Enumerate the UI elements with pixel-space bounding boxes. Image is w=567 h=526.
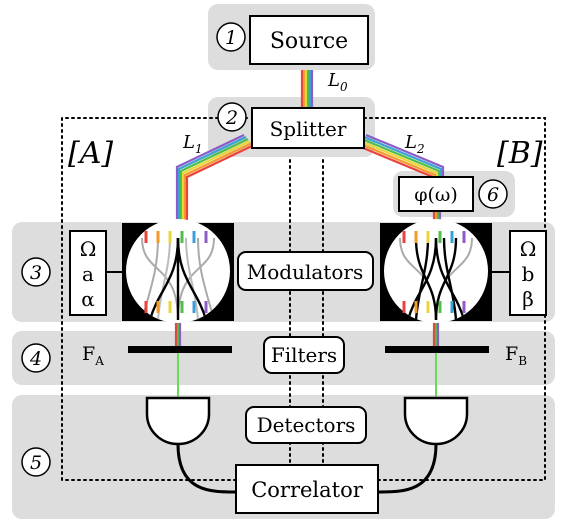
- cable-a: [176, 443, 237, 494]
- phase-label: φ(ω): [414, 184, 458, 206]
- filter-b-label: FB: [505, 343, 527, 368]
- filter-b-bar: [385, 346, 489, 353]
- step-3-label: 3: [30, 262, 42, 284]
- right-param-3: β: [522, 287, 534, 311]
- detectors-label-box: [245, 406, 367, 444]
- splitter-box: [251, 107, 365, 149]
- step-5-marker: [21, 447, 51, 477]
- link-l0-label: L0: [327, 70, 348, 94]
- detectors-label: Detectors: [257, 413, 356, 437]
- source-node: Source 1: [216, 15, 369, 65]
- step-1-marker: [216, 22, 246, 52]
- phase-node: φ(ω) 6: [398, 176, 508, 212]
- modulators-label-box: [237, 251, 374, 291]
- step-5-label: 5: [30, 452, 42, 474]
- party-a-label: [A]: [68, 136, 113, 171]
- correlator-box: [235, 464, 379, 514]
- right-param-2: b: [522, 262, 535, 286]
- filter-a-label: FA: [82, 343, 104, 368]
- step-2-label: 2: [225, 107, 238, 129]
- right-param-1: Ω: [520, 237, 537, 261]
- filters-row: 4 FA FB Filters: [21, 336, 527, 374]
- step-2-marker: [217, 102, 247, 132]
- detectors-row: 5 Detectors Correlator: [21, 396, 469, 514]
- filter-a-bar: [128, 346, 232, 353]
- splitter-label: Splitter: [270, 117, 347, 141]
- step-1-label: 1: [225, 27, 237, 49]
- link-l2-label: L2: [404, 132, 425, 156]
- link-l1-label: L1: [182, 132, 203, 156]
- step-4-label: 4: [29, 348, 42, 370]
- modulators-row: 3 Ω a α: [21, 219, 547, 323]
- filters-label: Filters: [271, 343, 337, 367]
- detector-a: [145, 396, 211, 446]
- svg-text:L0: L0: [327, 70, 348, 94]
- party-b-label: [B]: [497, 136, 543, 171]
- right-modulator: [380, 219, 492, 323]
- source-label: Source: [270, 29, 348, 54]
- right-params-box: [509, 230, 547, 316]
- left-modulator: [122, 219, 234, 323]
- left-param-3: α: [81, 287, 95, 311]
- step-4-marker: [21, 343, 51, 373]
- left-params-box: [69, 230, 107, 316]
- step-6-label: 6: [487, 184, 499, 206]
- filters-label-box: [263, 336, 345, 374]
- detector-b: [403, 396, 469, 446]
- left-param-2: a: [82, 262, 94, 286]
- cable-b: [377, 443, 438, 494]
- splitter-node: Splitter 2: [217, 102, 365, 149]
- step-3-marker: [21, 257, 51, 287]
- phase-box: [398, 176, 474, 212]
- correlator-label: Correlator: [251, 478, 364, 502]
- modulators-label: Modulators: [247, 260, 363, 284]
- source-box: [249, 15, 369, 65]
- left-param-1: Ω: [80, 237, 97, 261]
- step-6-marker: [478, 179, 508, 209]
